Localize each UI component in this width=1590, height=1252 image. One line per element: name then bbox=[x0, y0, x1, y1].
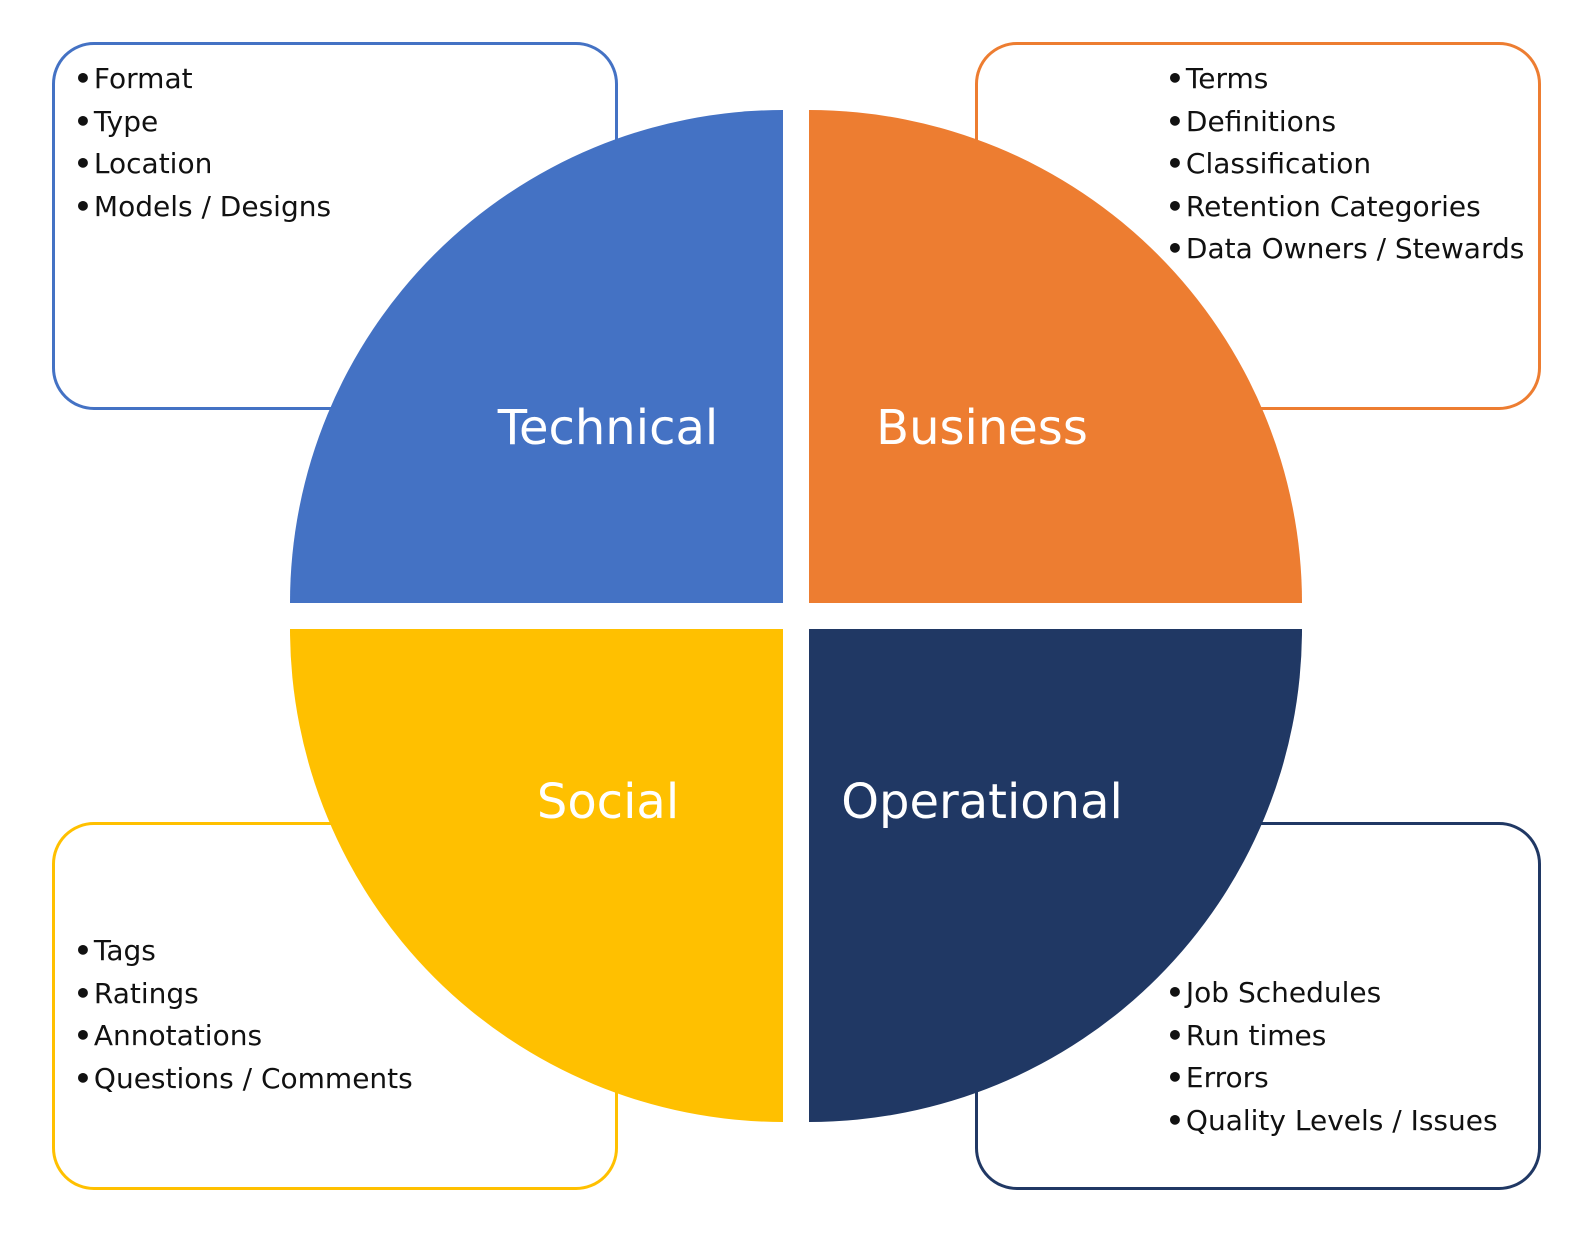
list-item: Errors bbox=[1166, 1057, 1498, 1100]
list-item: Questions / Comments bbox=[74, 1058, 413, 1101]
business-quadrant bbox=[809, 110, 1302, 603]
list-item: Data Owners / Stewards bbox=[1166, 228, 1524, 271]
operational-quadrant bbox=[809, 629, 1302, 1122]
list-item: Tags bbox=[74, 930, 413, 973]
technical-list: Format Type Location Models / Designs bbox=[74, 58, 331, 228]
operational-list: Job Schedules Run times Errors Quality L… bbox=[1166, 972, 1498, 1142]
business-label: Business bbox=[876, 400, 1088, 456]
list-item: Quality Levels / Issues bbox=[1166, 1100, 1498, 1143]
list-item: Terms bbox=[1166, 58, 1524, 101]
technical-label: Technical bbox=[497, 400, 718, 456]
list-item: Retention Categories bbox=[1166, 186, 1524, 229]
list-item: Job Schedules bbox=[1166, 972, 1498, 1015]
social-quadrant bbox=[290, 629, 783, 1122]
list-item: Annotations bbox=[74, 1015, 413, 1058]
list-item: Type bbox=[74, 101, 331, 144]
list-item: Classification bbox=[1166, 143, 1524, 186]
business-list: Terms Definitions Classification Retenti… bbox=[1166, 58, 1524, 271]
social-list: Tags Ratings Annotations Questions / Com… bbox=[74, 930, 413, 1100]
list-item: Definitions bbox=[1166, 101, 1524, 144]
operational-label: Operational bbox=[841, 774, 1123, 830]
social-label: Social bbox=[537, 774, 679, 830]
list-item: Ratings bbox=[74, 973, 413, 1016]
list-item: Run times bbox=[1166, 1015, 1498, 1058]
list-item: Models / Designs bbox=[74, 186, 331, 229]
list-item: Format bbox=[74, 58, 331, 101]
technical-quadrant bbox=[290, 110, 783, 603]
list-item: Location bbox=[74, 143, 331, 186]
